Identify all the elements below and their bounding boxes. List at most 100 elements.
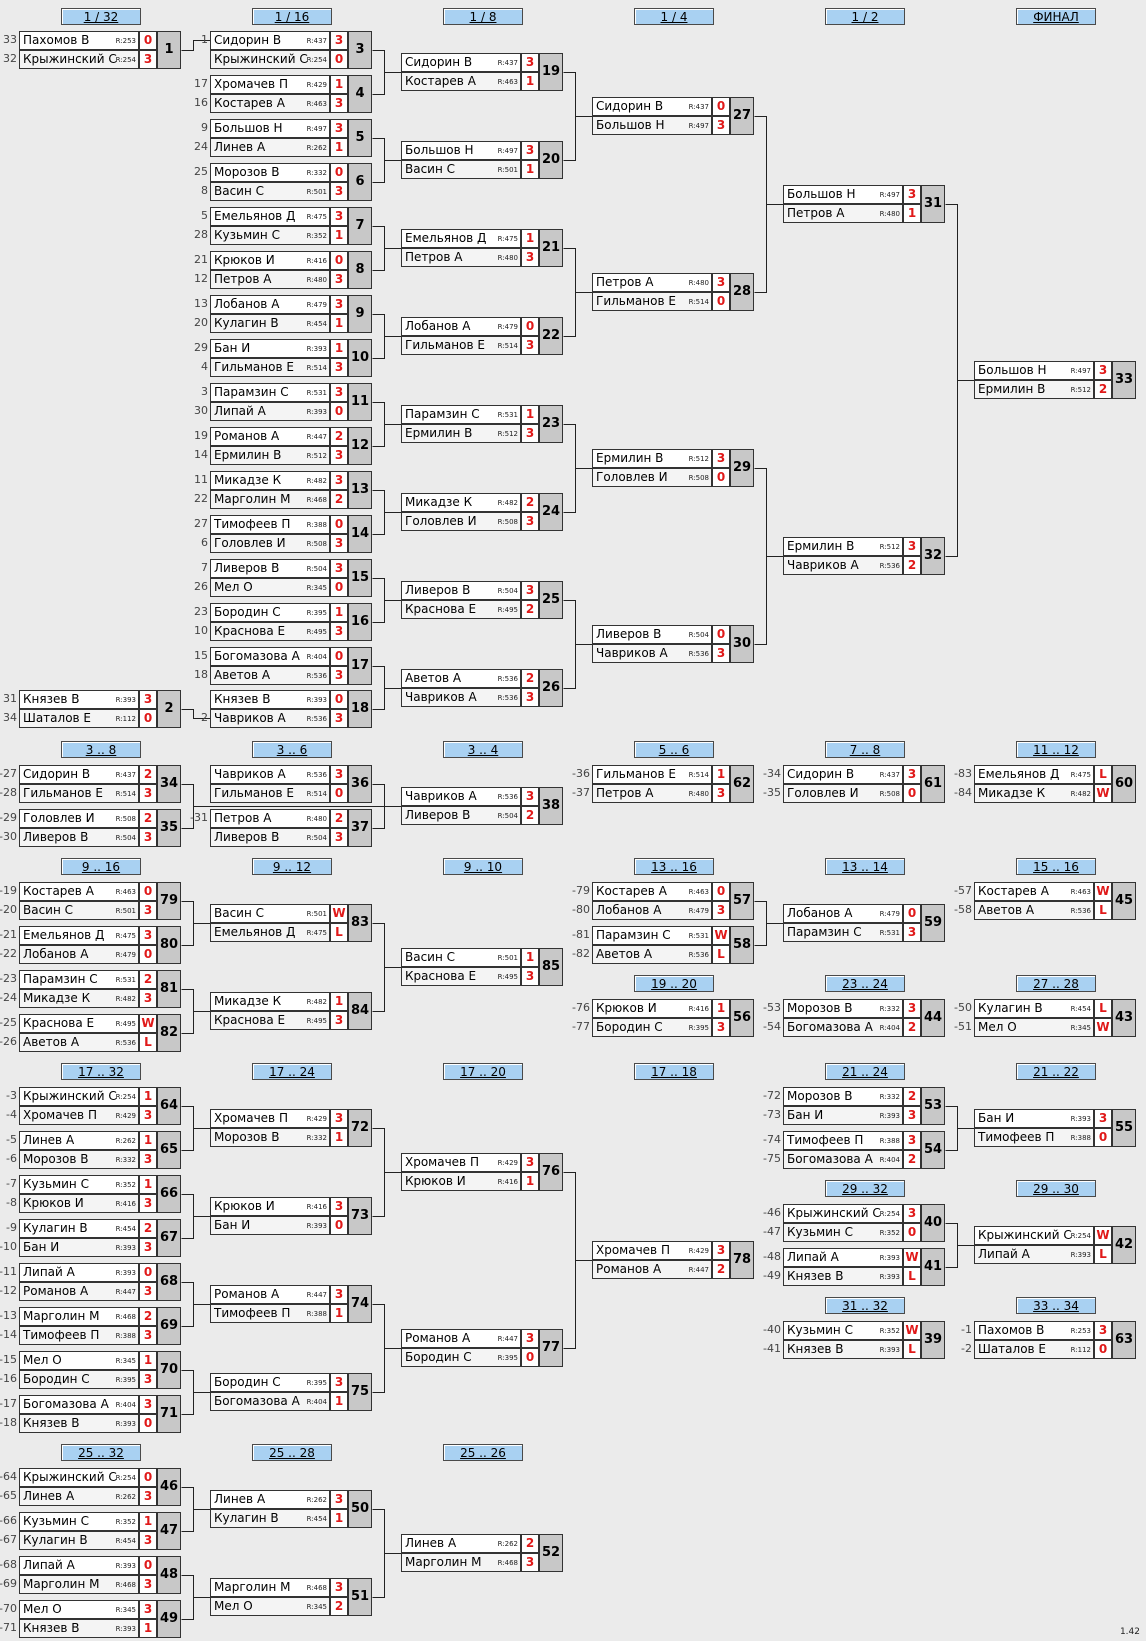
match-box[interactable]: -7Кузьмин СR:3521-8Крюков ИR:416366 [6,1175,181,1215]
player-row[interactable]: Кузьмин СR:352 [19,1175,139,1194]
player-row[interactable]: Тимофеев ПR:388 [974,1128,1094,1147]
player-row[interactable]: Бородин СR:395 [210,603,330,622]
match-box[interactable]: Ермилин ВR:5123Чавриков АR:536232 [783,537,945,577]
player-row[interactable]: Шаталов ЕR:112 [974,1340,1094,1359]
match-box[interactable]: 25Морозов ВR:33208Васин СR:50136 [194,163,372,203]
match-box[interactable]: 27Тимофеев ПR:38806Головлев ИR:508314 [194,515,372,555]
match-box[interactable]: -83Емельянов ДR:475L-84Микадзе КR:482W60 [954,765,1136,805]
player-row[interactable]: Емельянов ДR:475 [974,765,1094,784]
match-box[interactable]: Хромачев ПR:4293Морозов ВR:332172 [210,1109,372,1149]
player-row[interactable]: Сидорин ВR:437 [401,53,521,72]
match-box[interactable]: Большов НR:4973Петров АR:480131 [783,185,945,225]
match-box[interactable]: 33Пахомов ВR:253032Крыжинский СR:25431 [3,31,181,71]
player-row[interactable]: Мел ОR:345 [974,1018,1094,1037]
player-row[interactable]: Хромачев ПR:429 [210,75,330,94]
match-box[interactable]: Крюков ИR:4163Бан ИR:393073 [210,1197,372,1237]
match-box[interactable]: Романов АR:4473Тимофеев ПR:388174 [210,1285,372,1325]
player-row[interactable]: Емельянов ДR:475 [19,926,139,945]
match-box[interactable]: -1Пахомов ВR:2533-2Шаталов ЕR:112063 [961,1321,1136,1361]
player-row[interactable]: Парамзин СR:531 [210,383,330,402]
player-row[interactable]: Краснова ЕR:495 [401,600,521,619]
player-row[interactable]: Васин СR:501 [19,901,139,920]
match-box[interactable]: -3Крыжинский СR:2541-4Хромачев ПR:429364 [6,1087,181,1127]
player-row[interactable]: Липай АR:393 [783,1248,903,1267]
match-box[interactable]: Петров АR:4803Гильманов ЕR:514028 [592,273,754,313]
player-row[interactable]: Князев ВR:393 [19,1619,139,1638]
player-row[interactable]: Богомазова АR:404 [210,1392,330,1411]
player-row[interactable]: Петров АR:480 [210,270,330,289]
player-row[interactable]: Ливеров ВR:504 [592,625,712,644]
player-row[interactable]: Липай АR:393 [19,1263,139,1282]
player-row[interactable]: Ермилин ВR:512 [401,424,521,443]
player-row[interactable]: Ливеров ВR:504 [401,806,521,825]
match-box[interactable]: Микадзе КR:4822Головлев ИR:508324 [401,493,563,533]
match-box[interactable]: Большов НR:4973Васин СR:501120 [401,141,563,181]
player-row[interactable]: Лобанов АR:479 [401,317,521,336]
player-row[interactable]: Аветов АR:536 [210,666,330,685]
match-box[interactable]: 19Романов АR:447214Ермилин ВR:512312 [194,427,372,467]
player-row[interactable]: Васин СR:501 [401,160,521,179]
player-row[interactable]: Богомазова АR:404 [783,1150,903,1169]
match-box[interactable]: -70Мел ОR:3453-71Князев ВR:393149 [0,1600,181,1640]
match-box[interactable]: 17Хромачев ПR:429116Костарев АR:46334 [194,75,372,115]
player-row[interactable]: Романов АR:447 [210,1285,330,1304]
player-row[interactable]: Хромачев ПR:429 [401,1153,521,1172]
player-row[interactable]: Кулагин ВR:454 [210,314,330,333]
match-box[interactable]: -50Кулагин ВR:454L-51Мел ОR:345W43 [954,999,1136,1039]
player-row[interactable]: Богомазова АR:404 [783,1018,903,1037]
player-row[interactable]: Чавриков АR:536 [210,709,330,728]
match-box[interactable]: Микадзе КR:4821Краснова ЕR:495384 [210,992,372,1032]
match-box[interactable]: -53Морозов ВR:3323-54Богомазова АR:40424… [763,999,945,1039]
player-row[interactable]: Аветов АR:536 [592,945,712,964]
player-row[interactable]: Бан ИR:393 [210,339,330,358]
player-row[interactable]: Мел ОR:345 [210,1597,330,1616]
player-row[interactable]: Богомазова АR:404 [210,647,330,666]
player-row[interactable]: Хромачев ПR:429 [210,1109,330,1128]
match-box[interactable]: Васин СR:5011Краснова ЕR:495385 [401,948,563,988]
player-row[interactable]: Лобанов АR:479 [783,904,903,923]
player-row[interactable]: Чавриков АR:536 [592,644,712,663]
player-row[interactable]: Бородин СR:395 [401,1348,521,1367]
player-row[interactable]: Крюков ИR:416 [210,1197,330,1216]
match-box[interactable]: Чавриков АR:5363Ливеров ВR:504238 [401,787,563,827]
player-row[interactable]: Кулагин ВR:454 [19,1531,139,1550]
match-box[interactable]: 13Лобанов АR:479320Кулагин ВR:45419 [194,295,372,335]
player-row[interactable]: Гильманов ЕR:514 [592,292,712,311]
match-box[interactable]: Романов АR:4473Бородин СR:395077 [401,1329,563,1369]
player-row[interactable]: Головлев ИR:508 [783,784,903,803]
player-row[interactable]: Крыжинский СR:254 [19,50,139,69]
player-row[interactable]: Кузьмин СR:352 [210,226,330,245]
match-box[interactable]: -23Парамзин СR:5312-24Микадзе КR:482381 [0,970,181,1010]
player-row[interactable]: Кузьмин СR:352 [783,1321,903,1340]
player-row[interactable]: Крюков ИR:416 [592,999,712,1018]
match-box[interactable]: Хромачев ПR:4293Крюков ИR:416176 [401,1153,563,1193]
player-row[interactable]: Липай АR:393 [210,402,330,421]
match-box[interactable]: 29Бан ИR:39314Гильманов ЕR:514310 [194,339,372,379]
player-row[interactable]: Бан ИR:393 [974,1109,1094,1128]
player-row[interactable]: Крыжинский СR:254 [974,1226,1094,1245]
player-row[interactable]: Сидорин ВR:437 [783,765,903,784]
player-row[interactable]: Мел ОR:345 [19,1600,139,1619]
player-row[interactable]: Бан ИR:393 [210,1216,330,1235]
match-box[interactable]: -40Кузьмин СR:352W-41Князев ВR:393L39 [763,1321,945,1361]
player-row[interactable]: Микадзе КR:482 [210,471,330,490]
player-row[interactable]: Большов НR:497 [401,141,521,160]
player-row[interactable]: Костарев АR:463 [592,882,712,901]
match-box[interactable]: Ермилин ВR:5123Головлев ИR:508029 [592,449,754,489]
match-box[interactable]: Аветов АR:5362Чавриков АR:536326 [401,669,563,709]
player-row[interactable]: Линев АR:262 [401,1534,521,1553]
player-row[interactable]: Морозов ВR:332 [210,163,330,182]
player-row[interactable]: Бородин СR:395 [210,1373,330,1392]
player-row[interactable]: Лобанов АR:479 [19,945,139,964]
match-box[interactable]: 3Парамзин СR:531330Липай АR:393011 [194,383,372,423]
player-row[interactable]: Романов АR:447 [401,1329,521,1348]
player-row[interactable]: Морозов ВR:332 [210,1128,330,1147]
player-row[interactable]: Марголин МR:468 [210,490,330,509]
player-row[interactable]: Лобанов АR:479 [210,295,330,314]
player-row[interactable]: Марголин МR:468 [210,1578,330,1597]
player-row[interactable]: Костарев АR:463 [19,882,139,901]
player-row[interactable]: Хромачев ПR:429 [592,1241,712,1260]
player-row[interactable]: Большов НR:497 [210,119,330,138]
player-row[interactable]: Марголин МR:468 [19,1307,139,1326]
match-box[interactable]: -15Мел ОR:3451-16Бородин СR:395370 [0,1351,181,1391]
